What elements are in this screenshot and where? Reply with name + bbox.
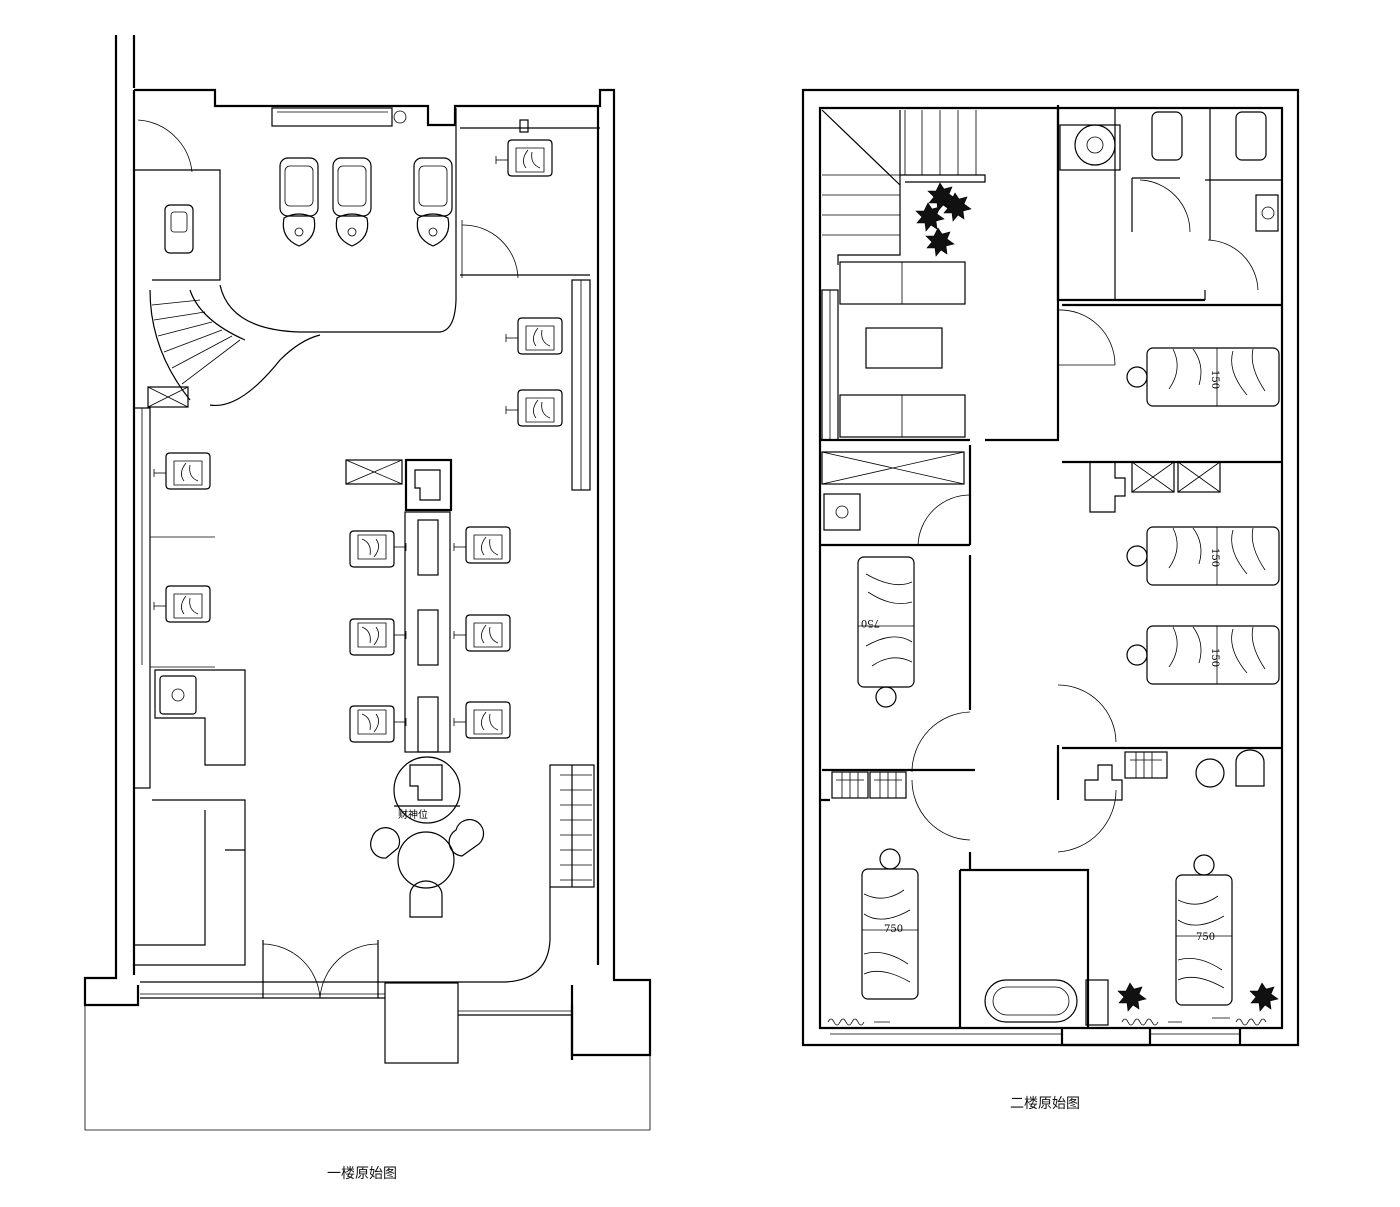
plant-icon <box>915 182 972 257</box>
second-floor-caption: 二楼原始图 <box>1010 1096 1080 1112</box>
bed-dim-2: 150 <box>1209 548 1220 567</box>
bed-dim-4: 750 <box>861 617 880 628</box>
wealth-position-label: 财神位 <box>398 808 428 821</box>
first-floor-caption: 一楼原始图 <box>327 1166 397 1182</box>
plant-icon <box>1117 982 1279 1012</box>
bed-dim-5: 750 <box>884 924 903 935</box>
first-floor-plan: 财神位 <box>83 35 652 1131</box>
bed-dim-1: 150 <box>1209 370 1220 389</box>
bed-dim-3: 150 <box>1209 648 1220 667</box>
second-floor-plan: 150 150 150 750 <box>801 88 1300 1047</box>
bed-dim-6: 750 <box>1196 932 1215 943</box>
